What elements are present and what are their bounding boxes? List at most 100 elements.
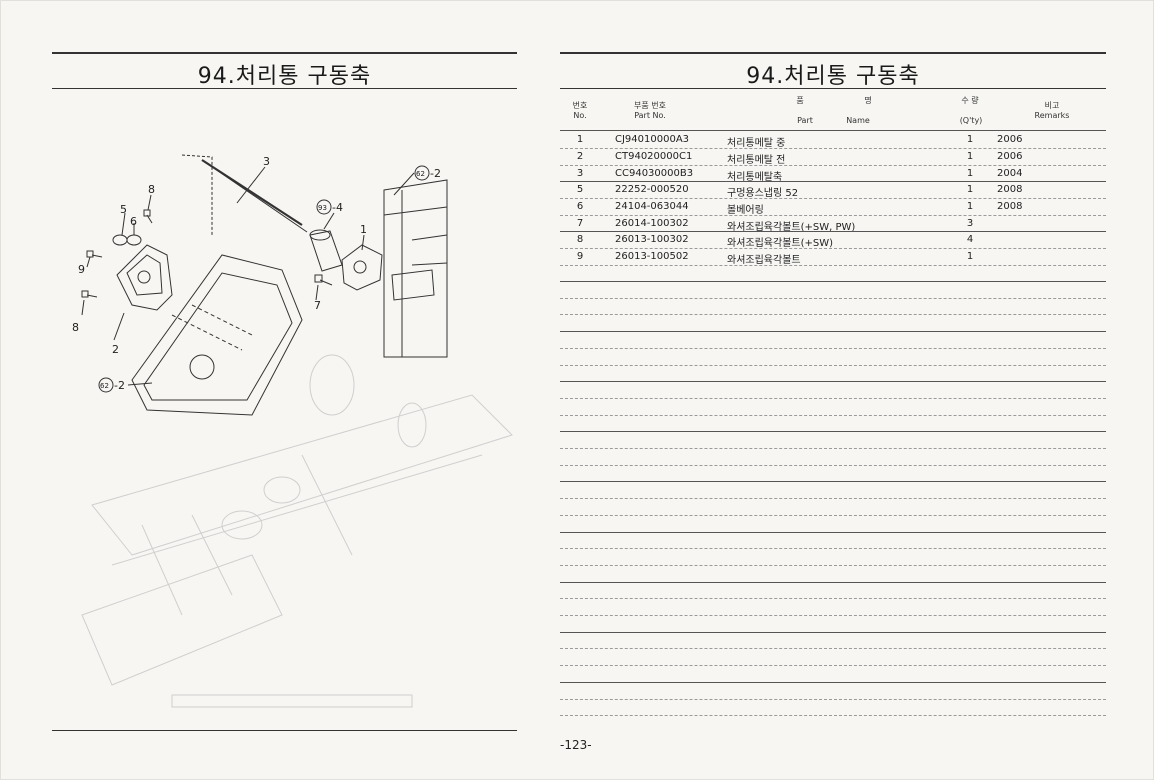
row-qty: 1 (966, 168, 974, 179)
callout-label: 1 (360, 223, 367, 236)
row-divider (560, 231, 1106, 232)
callout-label: 5 (120, 203, 127, 216)
row-no: 2 (576, 151, 584, 162)
table-row: 7 26014-100302 와셔조립육각볼트(+SW, PW) 3 (560, 216, 1106, 233)
row-part-name: 처리통메탈축 (727, 172, 783, 183)
row-qty: 1 (966, 184, 974, 195)
row-qty: 1 (966, 201, 974, 212)
right-top-rule (560, 52, 1106, 54)
row-no: 8 (576, 234, 584, 245)
row-divider (560, 648, 1106, 650)
row-remarks: 2006 (997, 134, 1023, 145)
left-page-title: 94.처리통 구동축 (197, 64, 372, 89)
row-remarks: 2008 (997, 184, 1023, 195)
row-divider (560, 265, 1106, 266)
callout-label: 62 (416, 170, 425, 178)
callout-label: 9 (78, 263, 85, 276)
callout-label: 3 (263, 155, 270, 168)
header-name-ko-2: 명 (864, 96, 872, 105)
table-row: 6 24104-063044 볼베어링 1 2008 (560, 199, 1106, 216)
row-divider (560, 615, 1106, 616)
left-title-underline (52, 88, 517, 89)
row-divider (560, 665, 1106, 667)
row-divider (560, 397, 1106, 399)
row-divider (560, 498, 1106, 500)
row-part-name: 와셔조립육각볼트 (727, 255, 801, 266)
row-divider (560, 548, 1106, 550)
header-qty-ko: 수 량 (961, 96, 979, 105)
callout-label: -2 (114, 379, 125, 392)
row-no: 3 (576, 168, 584, 179)
row-divider (560, 181, 1106, 182)
row-no: 7 (576, 218, 584, 229)
table-header-divider (560, 130, 1106, 131)
row-part-number: CC94030000B3 (615, 168, 694, 179)
row-divider (560, 564, 1106, 566)
row-qty: 1 (966, 134, 974, 145)
header-name-ko-1: 품 (796, 96, 804, 105)
row-divider (560, 165, 1106, 166)
callout-label: 93 (318, 204, 327, 212)
row-remarks: 2008 (997, 201, 1023, 212)
header-name-en-2: Name (846, 116, 870, 125)
table-row: 5 22252-000520 구멍용스냅링 52 1 2008 (560, 182, 1106, 199)
header-part-en: Part No. (634, 111, 666, 120)
header-qty-en: (Q'ty) (959, 116, 983, 125)
table-row: 3 CC94030000B3 처리통메탈축 1 2004 (560, 166, 1106, 183)
row-qty: 4 (966, 234, 974, 245)
right-title-underline (560, 88, 1106, 89)
left-bottom-rule (52, 730, 517, 731)
callout-label: 8 (72, 321, 79, 334)
page-number: -123- (560, 738, 592, 752)
row-qty: 1 (966, 151, 974, 162)
row-part-number: 26013-100302 (615, 234, 689, 245)
row-part-name: 볼베어링 (727, 205, 764, 216)
row-no: 1 (576, 134, 584, 145)
row-no: 6 (576, 201, 584, 212)
callout-label: 8 (148, 183, 155, 196)
row-part-number: 24104-063044 (615, 201, 689, 212)
row-divider (560, 464, 1106, 466)
callout-label: 6 (130, 215, 137, 228)
row-part-number: 22252-000520 (615, 184, 689, 195)
row-divider (560, 314, 1106, 316)
callout-label: 62 (100, 382, 109, 390)
row-remarks: 2004 (997, 168, 1023, 179)
row-part-name: 와셔조립육각볼트(+SW) (727, 238, 834, 249)
row-part-name: 처리통메탈 중 (727, 138, 786, 149)
header-remarks-en: Remarks (1034, 111, 1070, 120)
row-divider (560, 198, 1106, 199)
row-divider (560, 297, 1106, 299)
row-divider (560, 215, 1106, 216)
row-part-name: 처리통메탈 전 (727, 155, 786, 166)
row-part-number: 26013-100502 (615, 251, 689, 262)
row-divider (560, 248, 1106, 249)
row-divider (560, 381, 1106, 383)
row-part-name: 구멍용스냅링 52 (727, 188, 799, 199)
row-part-number: CT94020000C1 (615, 151, 693, 162)
row-divider (560, 431, 1106, 433)
row-divider (560, 364, 1106, 366)
row-divider (560, 681, 1106, 683)
row-no: 9 (576, 251, 584, 262)
right-page-title: 94.처리통 구동축 (746, 64, 920, 89)
row-divider (560, 148, 1106, 149)
row-part-number: 26014-100302 (615, 218, 689, 229)
row-divider (560, 631, 1106, 633)
header-no-ko: 번호 (572, 101, 588, 110)
row-divider (560, 715, 1106, 717)
table-row: 2 CT94020000C1 처리통메탈 전 1 2006 (560, 149, 1106, 166)
callout-label: 2 (112, 343, 119, 356)
row-divider (560, 281, 1106, 282)
callout-label: -4 (332, 201, 343, 214)
parts-exploded-diagram: 3 8 5 6 9 8 2 1 7 93 -4 62 -2 62 -2 (72, 154, 513, 708)
header-part-ko: 부품 번호 (634, 101, 666, 110)
left-top-rule (52, 52, 517, 54)
callout-label: 7 (314, 299, 321, 312)
row-qty: 1 (966, 251, 974, 262)
header-name-en-1: Part (797, 116, 813, 125)
row-divider (560, 347, 1106, 349)
callout-label: -2 (430, 167, 441, 180)
row-divider (560, 481, 1106, 483)
row-part-name: 와셔조립육각볼트(+SW, PW) (727, 222, 856, 233)
